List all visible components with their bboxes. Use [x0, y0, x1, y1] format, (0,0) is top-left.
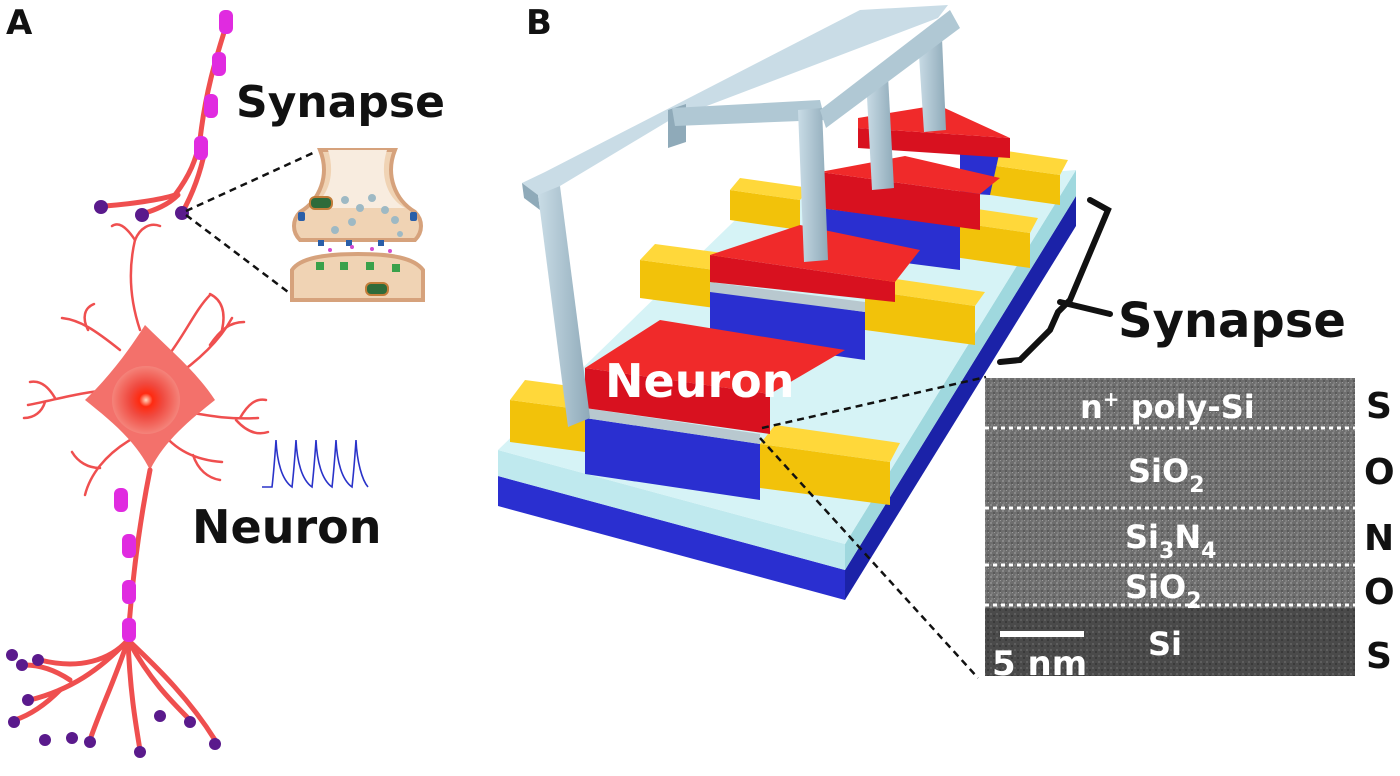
- scale-bar-label: 5 nm: [992, 644, 1087, 684]
- tem-layer-1: n+ poly-Si: [1080, 387, 1255, 426]
- neuron-soma: [85, 325, 215, 470]
- panel-b: B: [498, 3, 1395, 684]
- panel-b-letter: B: [526, 3, 552, 43]
- panel-a-letter: A: [6, 3, 33, 43]
- sonos-letter-1: S: [1366, 386, 1392, 427]
- spike-train-icon: [262, 439, 369, 489]
- sonos-letter-5: S: [1366, 636, 1392, 677]
- lower-axon: [12, 467, 218, 753]
- sonos-letter-4: O: [1364, 572, 1395, 613]
- myelin-sheaths-upper: [194, 10, 233, 160]
- sonos-letter-3: N: [1364, 518, 1394, 559]
- sonos-letter-2: O: [1364, 452, 1395, 493]
- tem-layer-5: Si: [1148, 625, 1182, 663]
- synapse-bracket: [997, 197, 1113, 365]
- tem-zoom-lines: [759, 375, 987, 679]
- synapse-label-a: Synapse: [236, 77, 445, 128]
- axon-terminals-upper: [94, 200, 189, 222]
- neuron-label-b: Neuron: [605, 354, 794, 408]
- tem-layer-3: Si3N4: [1125, 518, 1216, 564]
- device-row-3: [730, 156, 1038, 270]
- myelin-sheaths-lower: [114, 488, 136, 642]
- scale-bar: [1000, 631, 1084, 637]
- panel-a: A: [6, 3, 445, 758]
- metal-interconnect: [522, 5, 960, 427]
- sonos-letters: S O N O S: [1364, 386, 1395, 677]
- neuron-dendrites: [22, 223, 270, 497]
- tem-layer-4: SiO2: [1125, 568, 1202, 614]
- device-row-1: [510, 320, 900, 505]
- synapse-zoom-lines: [185, 150, 316, 296]
- axon-terminals-lower: [6, 649, 221, 758]
- synapse-illustration: [290, 148, 425, 302]
- tem-layer-2: SiO2: [1128, 452, 1205, 498]
- synapse-label-b: Synapse: [1118, 293, 1346, 349]
- tem-cross-section: n+ poly-Si SiO2 Si3N4 SiO2 Si 5 nm: [985, 378, 1355, 684]
- neuron-label-a: Neuron: [192, 500, 381, 554]
